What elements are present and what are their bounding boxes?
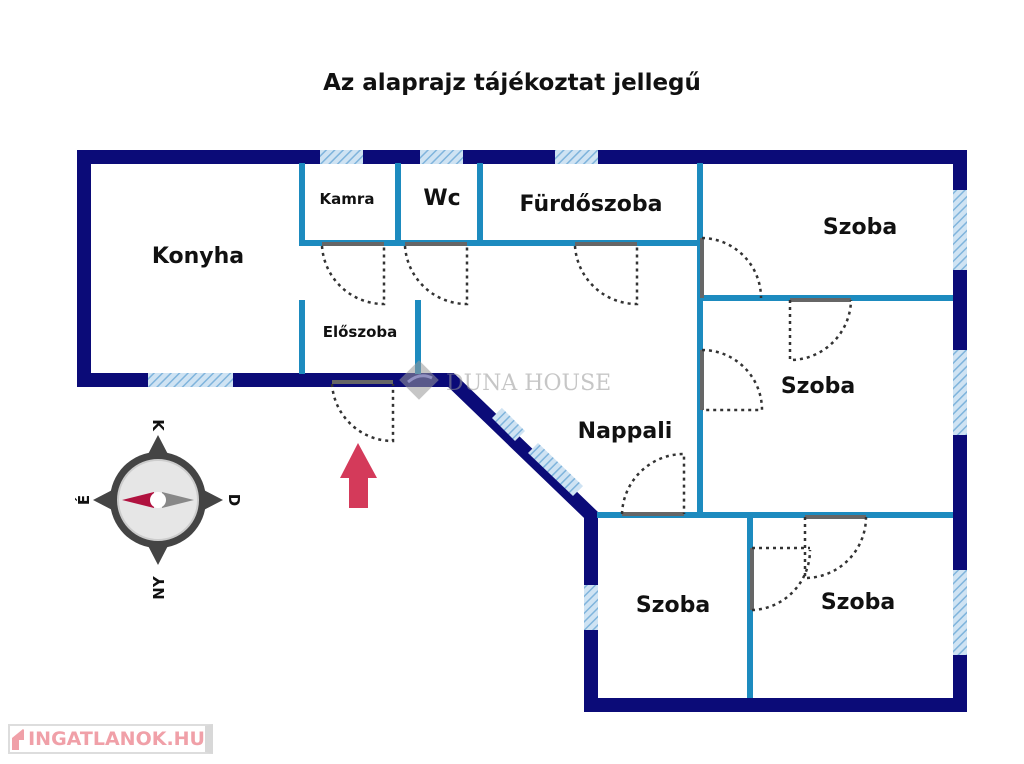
room-label-kamra: Kamra bbox=[320, 190, 375, 208]
duna-house-watermark: DUNA HOUSE bbox=[399, 360, 611, 400]
svg-text:K: K bbox=[149, 419, 167, 432]
ingatlanok-logo: INGATLANOK.HU bbox=[8, 724, 213, 754]
room-label-konyha: Konyha bbox=[152, 244, 244, 269]
house-icon bbox=[12, 729, 25, 750]
windows bbox=[148, 150, 967, 655]
svg-text:DUNA HOUSE: DUNA HOUSE bbox=[446, 371, 611, 396]
svg-text:É: É bbox=[74, 495, 93, 505]
room-label-furdoszoba: Fürdőszoba bbox=[520, 192, 663, 217]
svg-text:D: D bbox=[225, 494, 243, 506]
logo-text: INGATLANOK.HU bbox=[28, 728, 205, 750]
room-label-eloszoba: Előszoba bbox=[323, 323, 398, 341]
room-label-wc: Wc bbox=[423, 186, 460, 211]
plan-title: Az alaprajz tájékoztat jellegű bbox=[323, 70, 701, 96]
doors bbox=[320, 236, 868, 612]
room-label-szoba-2: Szoba bbox=[781, 374, 855, 399]
room-label-nappali: Nappali bbox=[578, 419, 673, 444]
svg-text:NY: NY bbox=[150, 575, 168, 600]
compass-icon: K É D NY bbox=[74, 419, 243, 600]
entry-arrow-icon bbox=[340, 443, 377, 508]
room-label-szoba-4: Szoba bbox=[821, 590, 895, 615]
room-label-szoba-3: Szoba bbox=[636, 593, 710, 618]
room-label-szoba-1: Szoba bbox=[823, 215, 897, 240]
